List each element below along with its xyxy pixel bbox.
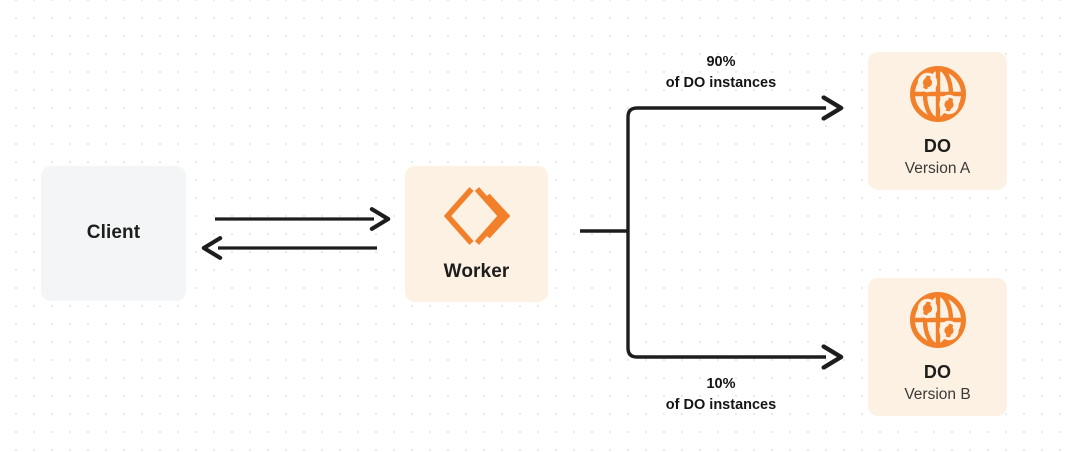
cloudflare-workers-icon bbox=[443, 185, 510, 247]
globe-icon bbox=[908, 290, 968, 350]
node-worker[interactable]: Worker bbox=[405, 166, 548, 302]
globe-icon bbox=[908, 64, 968, 124]
edge-worker-to-do-a bbox=[626, 108, 826, 231]
node-client-label: Client bbox=[86, 222, 141, 244]
edge-label-do-a-caption: of DO instances bbox=[665, 74, 777, 91]
node-do-version-b[interactable]: DO Version B bbox=[868, 278, 1007, 416]
node-worker-label: Worker bbox=[443, 260, 510, 282]
node-do-a-sublabel: Version A bbox=[904, 160, 971, 178]
edge-worker-to-do-b bbox=[626, 231, 826, 357]
node-do-b-sublabel: Version B bbox=[904, 386, 971, 404]
edge-label-do-b-percent: 10% bbox=[706, 376, 736, 392]
node-do-version-a[interactable]: DO Version A bbox=[868, 52, 1007, 190]
edge-label-do-b-caption: of DO instances bbox=[665, 396, 777, 413]
edge-label-do-b: 10% of DO instances bbox=[598, 374, 844, 415]
edge-label-do-a: 90% of DO instances bbox=[598, 52, 844, 93]
node-do-a-label: DO bbox=[923, 135, 952, 156]
node-client[interactable]: Client bbox=[41, 166, 186, 301]
node-do-b-label: DO bbox=[923, 361, 952, 382]
edge-label-do-a-percent: 90% bbox=[706, 54, 736, 70]
